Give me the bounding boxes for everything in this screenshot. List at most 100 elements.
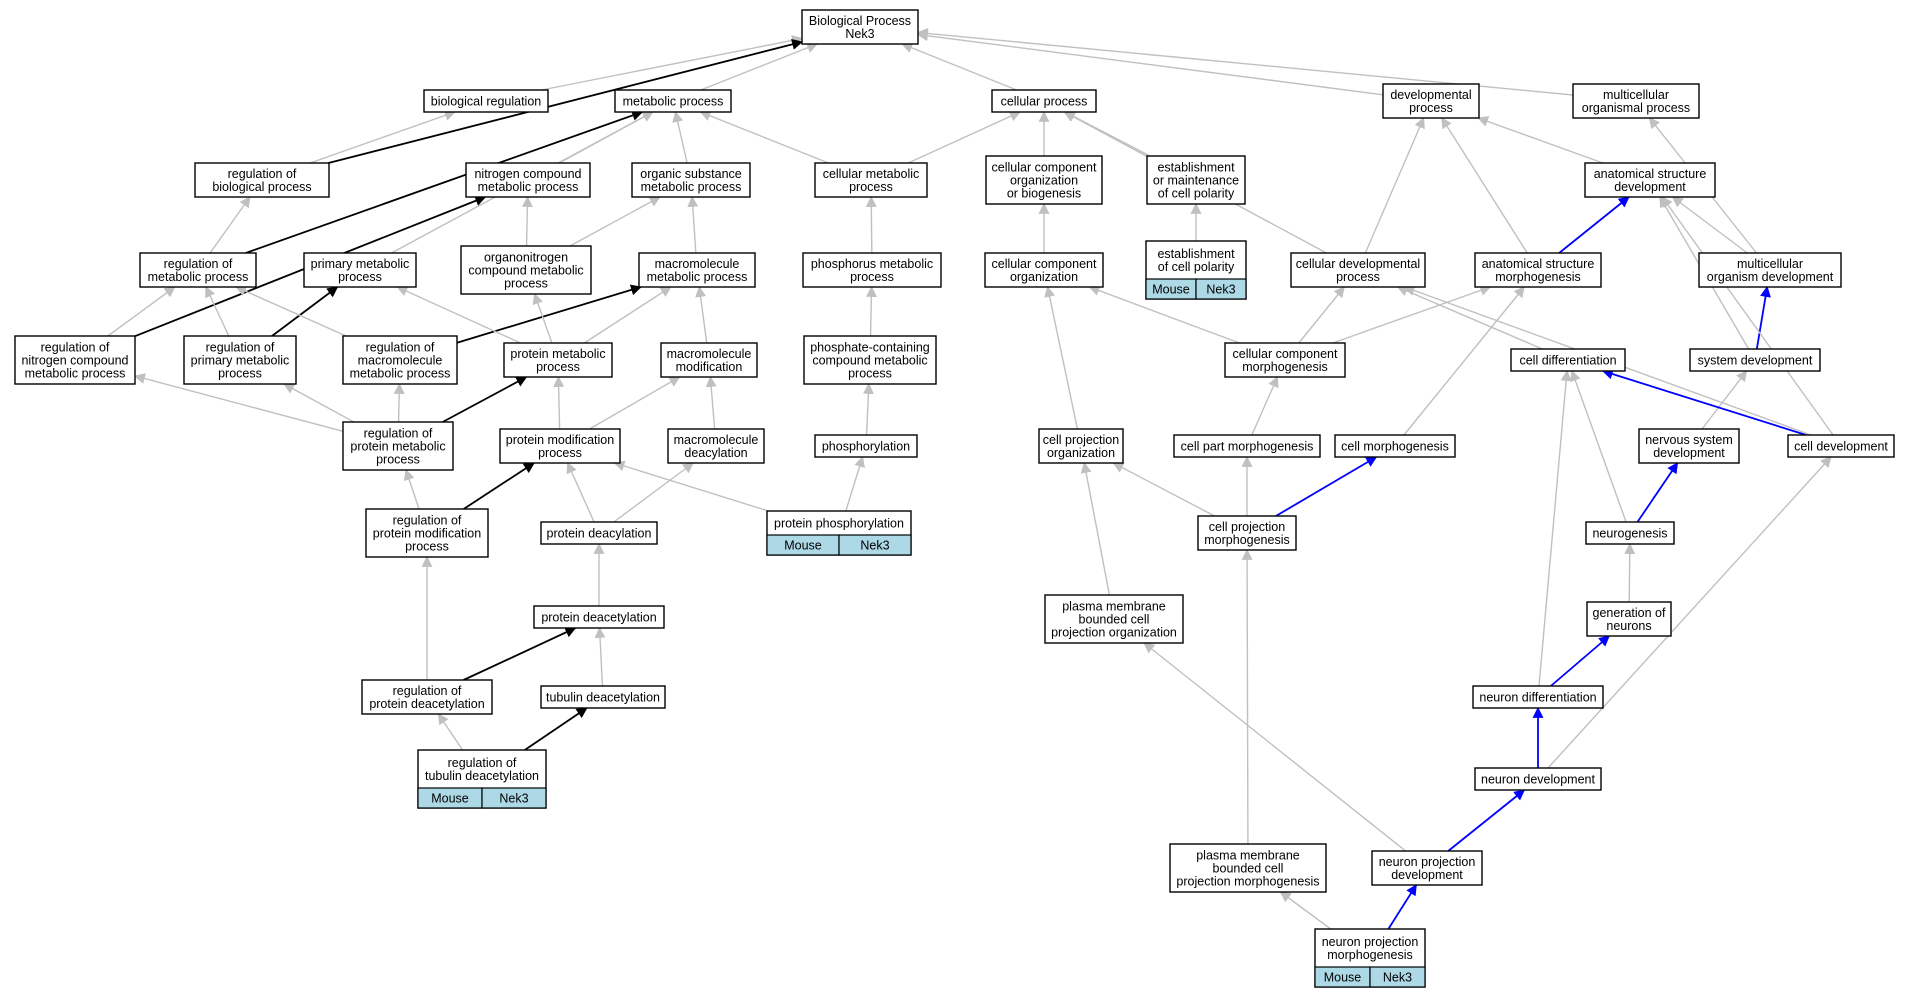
node-label: process bbox=[1336, 270, 1380, 284]
node-box bbox=[667, 428, 765, 464]
node-box bbox=[614, 89, 732, 113]
node-label: metabolic process bbox=[350, 367, 451, 381]
node-box bbox=[1474, 767, 1602, 791]
node-label: organization bbox=[1010, 174, 1078, 188]
node-neuron-differentiation: neuron differentiation bbox=[1472, 685, 1604, 709]
node-label: protein metabolic bbox=[510, 347, 605, 361]
node-label: cellular component bbox=[1233, 347, 1338, 361]
edge-neuron-differentiation-to-generation-of-neurons bbox=[1550, 635, 1611, 687]
node-label: metabolic process bbox=[478, 180, 579, 194]
gene-label: Nek3 bbox=[1383, 971, 1412, 985]
node-box bbox=[1371, 850, 1483, 886]
node-label: primary metabolic bbox=[311, 257, 410, 271]
edge-phosphate-containing-compound-metabolic-process-to-phosphorus-metabolic-process bbox=[865, 285, 877, 337]
edge-regulation-of-nitrogen-compound-metabolic-process-to-regulation-of-metabolic-process bbox=[107, 286, 176, 337]
edge-cell-differentiation-to-cellular-developmental-process bbox=[1396, 285, 1543, 350]
node-label: cellular metabolic bbox=[823, 167, 920, 181]
node-label: anatomical structure bbox=[1482, 257, 1595, 271]
node-label: cell projection bbox=[1209, 520, 1285, 534]
node-label: plasma membrane bbox=[1196, 849, 1300, 863]
node-box bbox=[1698, 252, 1842, 288]
gene-label: Nek3 bbox=[860, 539, 889, 553]
node-label: nervous system bbox=[1645, 433, 1733, 447]
node-label: morphogenesis bbox=[1242, 360, 1327, 374]
node-label: protein metabolic bbox=[350, 440, 445, 454]
node-label: phosphorylation bbox=[822, 440, 910, 454]
edge-regulation-of-metabolic-process-to-metabolic-process bbox=[245, 110, 644, 254]
node-label: tubulin deacetylation bbox=[546, 691, 660, 705]
node-label: cell part morphogenesis bbox=[1181, 440, 1314, 454]
node-label: metabolic process bbox=[623, 95, 724, 109]
edge-cellular-component-morphogenesis-to-cellular-developmental-process bbox=[1298, 286, 1345, 344]
edge-regulation-of-macromolecule-metabolic-process-to-regulation-of-metabolic-process bbox=[235, 286, 347, 337]
edge-nervous-system-development-to-system-development bbox=[1701, 370, 1748, 430]
node-cell-morphogenesis: cell morphogenesis bbox=[1334, 434, 1456, 458]
edge-neuron-projection-morphogenesis-to-neuron-projection-development bbox=[1387, 884, 1417, 930]
node-box bbox=[1586, 601, 1672, 637]
edge-system-development-to-multicellular-organism-development bbox=[1755, 285, 1771, 350]
node-label: regulation of bbox=[448, 756, 517, 770]
node-label: tubulin deacetylation bbox=[425, 769, 539, 783]
node-box bbox=[1585, 521, 1675, 545]
node-system-development: system development bbox=[1689, 348, 1821, 372]
node-cell-differentiation: cell differentiation bbox=[1510, 348, 1626, 372]
node-label: cellular component bbox=[992, 257, 1097, 271]
node-protein-deacylation: protein deacylation bbox=[540, 521, 658, 545]
node-label: protein deacetylation bbox=[369, 697, 484, 711]
node-label: phosphate-containing bbox=[810, 341, 930, 355]
node-label: regulation of bbox=[393, 684, 462, 698]
node-box bbox=[638, 252, 756, 288]
edge-cell-morphogenesis-to-anatomical-structure-morphogenesis bbox=[1403, 286, 1525, 436]
node-label: organization bbox=[1010, 270, 1078, 284]
edge-regulation-of-biological-process-to-biological-regulation bbox=[309, 110, 456, 164]
edge-neurogenesis-to-cell-differentiation bbox=[1570, 369, 1627, 523]
node-label: organization bbox=[1047, 446, 1115, 460]
edge-neurogenesis-to-nervous-system-development bbox=[1636, 462, 1679, 523]
node-box bbox=[1146, 155, 1246, 205]
node-label: modification bbox=[676, 360, 743, 374]
node-label: projection organization bbox=[1051, 626, 1177, 640]
node-label: protein modification bbox=[373, 527, 481, 541]
node-label: neuron projection bbox=[1322, 935, 1419, 949]
gene-cell bbox=[838, 534, 912, 556]
node-label: metabolic process bbox=[641, 180, 742, 194]
edge-anatomical-structure-morphogenesis-to-developmental-process bbox=[1441, 117, 1528, 254]
node-label: compound metabolic bbox=[812, 354, 927, 368]
edge-neuron-differentiation-to-cell-differentiation bbox=[1538, 369, 1572, 687]
edge-plasma-membrane-bounded-cell-projection-morphogenesis-to-cell-projection-morphogenesis bbox=[1241, 548, 1253, 845]
edge-regulation-of-protein-modification-process-to-regulation-of-protein-metabolic-process bbox=[403, 468, 420, 510]
edge-cell-part-morphogenesis-to-cellular-component-morphogenesis bbox=[1251, 375, 1279, 436]
node-box bbox=[303, 252, 417, 288]
node-box bbox=[465, 162, 591, 198]
edge-regulation-of-metabolic-process-to-regulation-of-biological-process bbox=[209, 196, 251, 254]
node-box bbox=[1169, 843, 1327, 893]
edge-cellular-developmental-process-to-developmental-process bbox=[1364, 116, 1425, 254]
node-label: neurogenesis bbox=[1592, 527, 1667, 541]
node-label: development bbox=[1614, 180, 1686, 194]
node-label: macromolecule bbox=[358, 354, 443, 368]
node-box bbox=[802, 252, 942, 288]
node-label: cell projection bbox=[1043, 433, 1119, 447]
edge-phosphorus-metabolic-process-to-cellular-metabolic-process bbox=[865, 195, 877, 254]
node-label: regulation of bbox=[41, 341, 110, 355]
node-label: of cell polarity bbox=[1158, 187, 1235, 201]
node-label: morphogenesis bbox=[1495, 270, 1580, 284]
node-label: morphogenesis bbox=[1327, 948, 1412, 962]
node-label: or biogenesis bbox=[1007, 187, 1081, 201]
node-label: metabolic process bbox=[148, 270, 249, 284]
node-box bbox=[1474, 252, 1602, 288]
